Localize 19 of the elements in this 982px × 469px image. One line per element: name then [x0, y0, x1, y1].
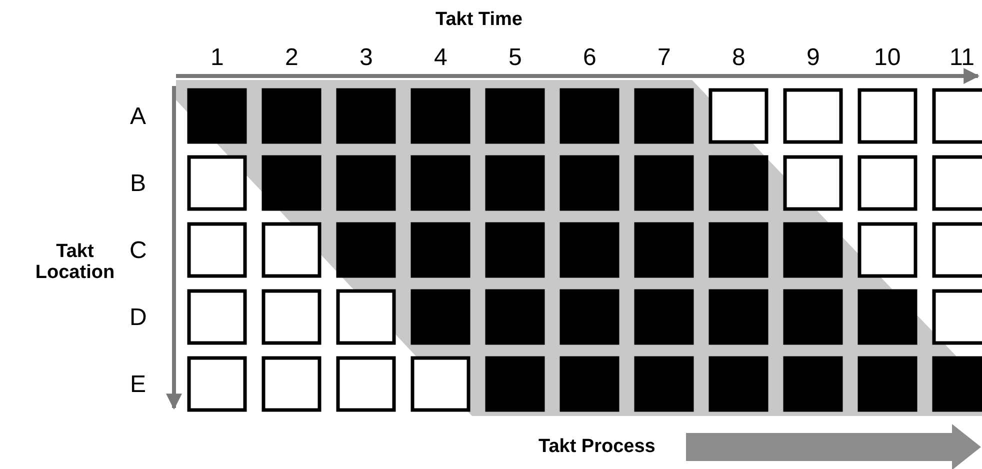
row-letter: C — [130, 238, 147, 264]
column-number: 10 — [874, 45, 901, 72]
column-number: 6 — [583, 45, 596, 72]
column-number: 2 — [285, 45, 298, 72]
column-number: 4 — [434, 45, 448, 72]
column-number: 3 — [360, 45, 373, 72]
column-number: 7 — [658, 45, 671, 72]
row-letter: B — [130, 171, 146, 198]
column-number: 9 — [806, 45, 820, 72]
axis-title: Takt Location — [34, 242, 116, 284]
row-letter: E — [130, 372, 146, 398]
row-letter: A — [130, 104, 146, 130]
column-number: 5 — [508, 45, 522, 72]
column-number: 8 — [732, 45, 746, 72]
column-number: 1 — [210, 45, 224, 72]
row-letter: D — [130, 305, 147, 332]
column-number: 11 — [950, 45, 974, 72]
axis-title: Takt Process — [538, 436, 656, 458]
axis-title: Takt Time — [436, 10, 522, 30]
